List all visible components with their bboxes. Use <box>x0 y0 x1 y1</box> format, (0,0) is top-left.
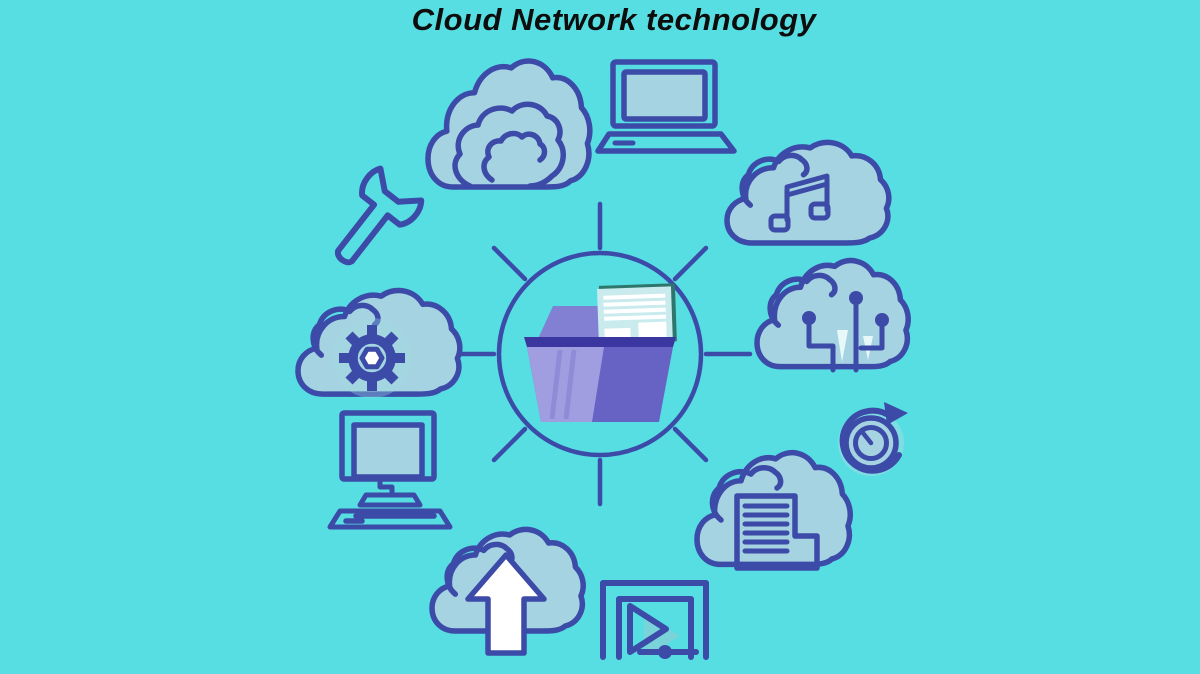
timer-refresh-icon <box>838 402 908 476</box>
laptop-icon <box>595 59 737 154</box>
cloud-upload-icon <box>432 529 583 656</box>
page-title: Cloud Network technology <box>411 2 817 37</box>
video-player-icon <box>600 580 709 660</box>
cloud-music-icon <box>727 142 889 243</box>
upload-arrow <box>465 552 547 656</box>
spoke-lines <box>447 201 753 507</box>
document-in-folder <box>597 283 677 346</box>
folder-rim <box>524 337 676 347</box>
wrench-icon <box>334 165 425 266</box>
cloud-connections-icon <box>757 261 908 373</box>
hub-circle <box>496 250 704 458</box>
cloud-layers-icon <box>428 61 590 187</box>
cloud-document-icon <box>697 453 850 571</box>
folder-with-document-icon <box>524 283 677 422</box>
hub-spokes <box>447 201 753 507</box>
desktop-computer-icon <box>327 410 453 530</box>
cloud-gear-icon <box>298 290 460 398</box>
